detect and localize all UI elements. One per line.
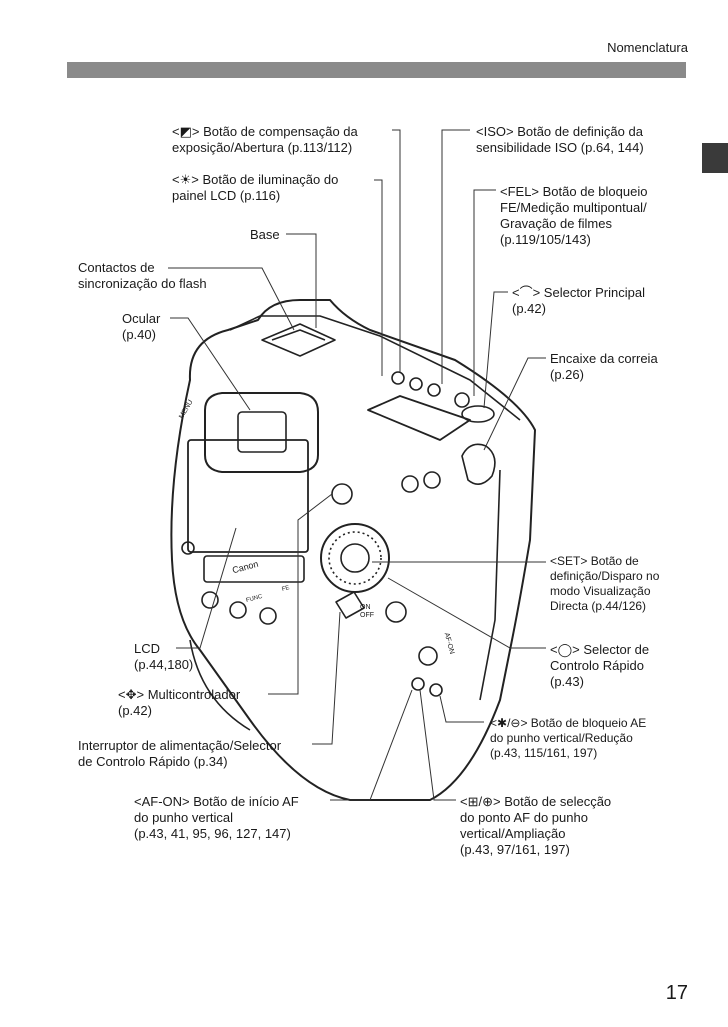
header-bar: [67, 62, 686, 78]
label-main-dial: <⌒> Selector Principal(p.42): [512, 285, 645, 316]
label-eyepiece: Ocular(p.40): [122, 311, 161, 342]
label-lcd: LCD(p.44,180): [134, 641, 194, 672]
label-multicontroller: <✥> Multicontrolador(p.42): [118, 687, 241, 718]
camera-on-text: ON: [360, 604, 371, 611]
label-base: Base: [250, 227, 280, 242]
page-header-title: Nomenclatura: [607, 40, 688, 55]
chapter-tab: [702, 143, 728, 173]
page-number: 17: [665, 982, 688, 1004]
label-strap-mount: Encaixe da correia(p.26): [550, 351, 658, 382]
camera-off-text: OFF: [360, 612, 374, 619]
